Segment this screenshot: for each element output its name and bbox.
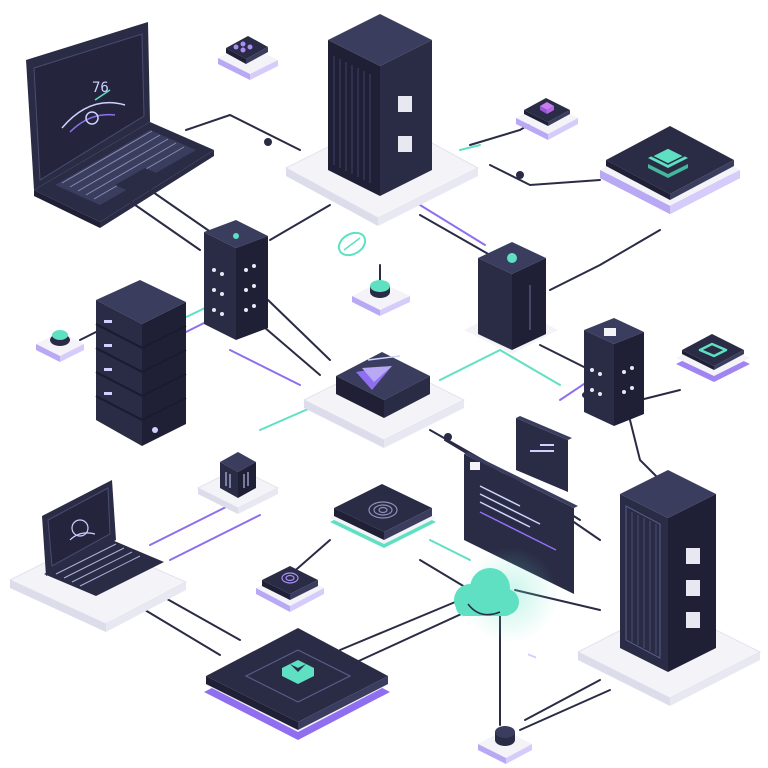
switch-center[interactable] — [464, 242, 558, 354]
cable — [419, 559, 471, 591]
laptop-screen-value: 76 — [92, 80, 109, 96]
cable-teal — [429, 539, 471, 561]
layers-icon — [648, 147, 688, 178]
cable — [519, 689, 611, 731]
tile-fingerprint-small[interactable] — [218, 36, 278, 80]
tower-bottom-right[interactable] — [576, 470, 762, 706]
tower-top[interactable] — [284, 14, 480, 226]
gauge-icon — [61, 89, 126, 133]
cable — [549, 229, 661, 291]
switch-icon — [590, 366, 634, 396]
tile-download[interactable] — [204, 628, 390, 740]
server-stack-icon — [95, 323, 187, 421]
cable — [185, 113, 301, 151]
laptop-large[interactable]: 76 — [26, 22, 214, 228]
cable — [149, 189, 216, 236]
laptop-icon — [69, 519, 96, 541]
card-icon — [528, 444, 554, 659]
router-hub[interactable] — [302, 352, 466, 448]
cable-teal — [439, 348, 561, 386]
cable — [524, 679, 601, 721]
cable — [349, 609, 471, 666]
switch-left[interactable] — [204, 220, 268, 340]
switch-icon — [212, 264, 256, 316]
panel-icon — [479, 485, 557, 551]
cable — [269, 204, 331, 241]
cable — [339, 599, 461, 651]
laptop-small-screen — [47, 487, 111, 567]
cable — [639, 389, 681, 401]
cable-purple — [419, 204, 486, 246]
cable — [144, 609, 221, 656]
fingerprint-icon — [233, 41, 253, 53]
chip-icon — [540, 102, 554, 114]
server-rack-icon — [333, 56, 371, 183]
antenna-node[interactable] — [335, 228, 410, 316]
chip-module[interactable] — [516, 98, 578, 140]
cloud[interactable] — [454, 547, 558, 643]
arrow-icon — [356, 355, 401, 390]
cable — [489, 164, 601, 187]
cable — [267, 299, 331, 361]
node-bottom-small[interactable] — [478, 726, 532, 764]
fingerprint-icon — [368, 501, 398, 519]
square-icon — [698, 342, 728, 358]
tile-fingerprint[interactable] — [330, 484, 436, 548]
laptop-small[interactable] — [8, 480, 188, 632]
keyboard — [55, 543, 141, 587]
node-left-small[interactable] — [36, 330, 84, 362]
cable — [539, 344, 591, 371]
panel-dashboard[interactable] — [464, 452, 578, 594]
fingerprint-icon — [281, 572, 299, 584]
tile-fingerprint-mini[interactable] — [256, 566, 324, 612]
cable — [629, 419, 661, 481]
tile-layers[interactable] — [600, 126, 740, 214]
tile-square[interactable] — [676, 334, 750, 382]
switch-left-cube[interactable] — [196, 452, 280, 514]
cable-teal — [459, 144, 481, 151]
panel-card[interactable] — [516, 416, 572, 659]
switch-right[interactable] — [584, 318, 644, 426]
cable-purple — [229, 349, 301, 386]
cable-purple — [169, 514, 261, 561]
download-icon — [282, 660, 314, 684]
cable — [127, 199, 201, 251]
rack-left[interactable] — [95, 280, 187, 446]
server-rack-icon — [631, 512, 657, 654]
cable — [159, 594, 241, 641]
cable — [419, 214, 491, 256]
keyboard — [55, 130, 196, 205]
cable — [289, 539, 331, 576]
